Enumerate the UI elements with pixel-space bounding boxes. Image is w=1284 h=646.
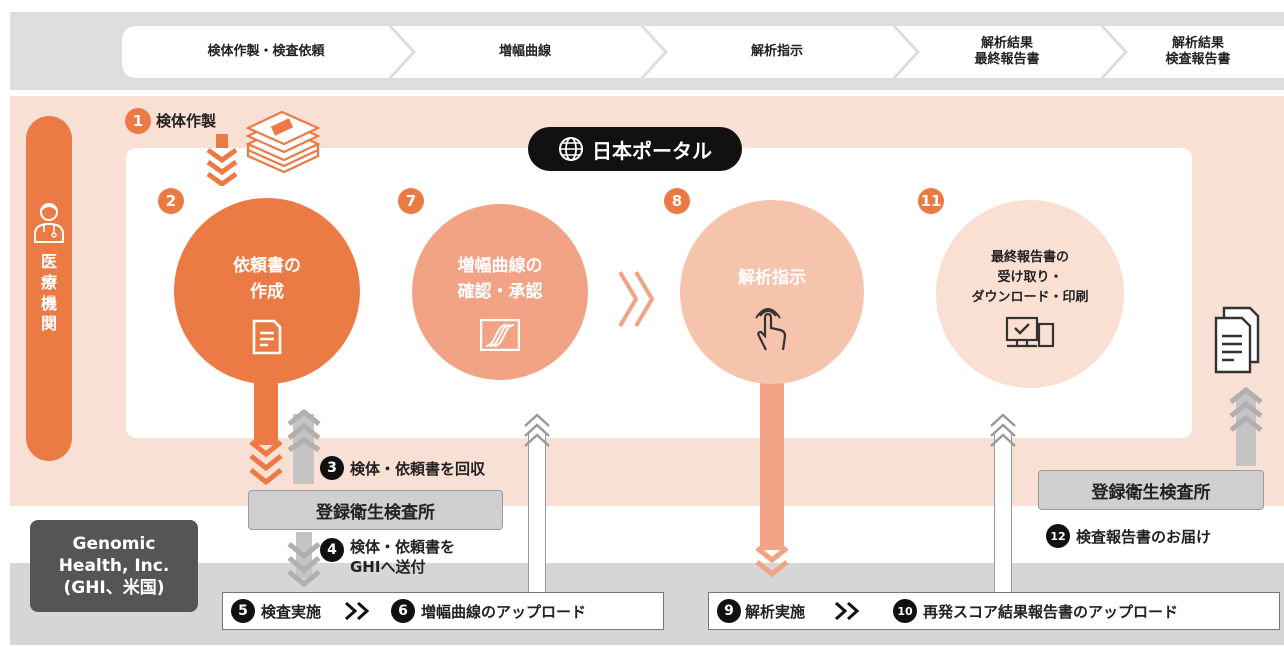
step7-title: 増幅曲線の 確認・承認 bbox=[457, 256, 543, 302]
step12-label-group: 12 検査報告書のお届け bbox=[1046, 524, 1211, 548]
step8-stem bbox=[760, 380, 784, 550]
specimen-slides-icon bbox=[245, 110, 321, 174]
step-chevron-3 bbox=[644, 26, 916, 78]
step-number-6: 6 bbox=[391, 599, 416, 623]
step-label-5: 解析結果 検査報告書 bbox=[1165, 36, 1231, 67]
step12-stem bbox=[1236, 394, 1256, 466]
step12-label: 検査報告書のお届け bbox=[1076, 527, 1212, 546]
ghi-box: Genomic Health, Inc. (GHI、米国) bbox=[30, 520, 198, 612]
flow-chevron-arrows bbox=[618, 270, 655, 328]
step-number-10: 10 bbox=[893, 599, 918, 623]
step-chevron-4 bbox=[896, 26, 1124, 78]
step10-up-stem bbox=[994, 432, 1012, 594]
task6-label: 増幅曲線のアップロード bbox=[421, 602, 587, 621]
step-number-8: 8 bbox=[664, 188, 690, 214]
step-number-5: 5 bbox=[231, 599, 255, 623]
registered-lab-box: 登録衛生検査所 bbox=[248, 490, 503, 530]
step11-title: 最終報告書の 受け取り・ ダウンロード・印刷 bbox=[971, 250, 1089, 306]
step-number-1: 1 bbox=[125, 108, 151, 134]
medical-institution-bar bbox=[26, 116, 72, 461]
doctor-icon bbox=[34, 203, 64, 243]
computer-icon bbox=[1005, 317, 1055, 348]
step-number-3: 3 bbox=[320, 456, 344, 480]
step-number-4: 4 bbox=[320, 538, 344, 562]
step3-label: 検体・依頼書を回収 bbox=[350, 459, 486, 478]
step12-up-arrows bbox=[1229, 386, 1263, 432]
step-number-9: 9 bbox=[717, 599, 741, 623]
japan-portal-badge: 日本ポータル bbox=[528, 127, 742, 171]
step8-circle: 解析指示 bbox=[680, 200, 864, 384]
step1-label: 検体作製 bbox=[156, 112, 217, 130]
step-label-4: 解析結果 最終報告書 bbox=[974, 36, 1040, 67]
step-label-3: 解析指示 bbox=[750, 44, 803, 60]
step-number-7: 7 bbox=[398, 188, 424, 214]
report-documents-icon bbox=[1214, 306, 1260, 374]
double-chevron-icon bbox=[345, 601, 370, 621]
step8-down-arrows bbox=[755, 546, 789, 578]
step2-down-arrows bbox=[249, 440, 283, 486]
globe-icon bbox=[559, 137, 583, 161]
step7-circle: 増幅曲線の 確認・承認 bbox=[412, 204, 588, 380]
ghi-tasks-right: 9 解析実施 10 再発スコア結果報告書のアップロード bbox=[708, 592, 1280, 630]
step2-title: 依頼書の 作成 bbox=[233, 256, 301, 302]
step-number-2: 2 bbox=[158, 188, 184, 214]
japan-portal-label: 日本ポータル bbox=[592, 138, 712, 163]
step-label-2: 増幅曲線 bbox=[498, 44, 551, 60]
step4-down-arrows bbox=[287, 542, 321, 588]
task9-label: 解析実施 bbox=[745, 602, 806, 621]
document-icon bbox=[252, 319, 282, 355]
step-label-1: 検体作製・検査依頼 bbox=[207, 44, 325, 60]
medical-institution-label: 医 療 機 関 bbox=[40, 252, 57, 334]
step11-circle: 最終報告書の 受け取り・ ダウンロード・印刷 bbox=[936, 200, 1124, 388]
step-chevron-5 bbox=[1104, 26, 1284, 78]
steps-chevrons bbox=[122, 26, 1284, 78]
step4-label: 検体・依頼書を GHIへ送付 bbox=[350, 538, 456, 577]
step6-up-stem bbox=[528, 432, 546, 594]
tap-hand-icon bbox=[755, 307, 787, 350]
step-chevron-1 bbox=[122, 26, 412, 78]
step-number-12: 12 bbox=[1046, 524, 1070, 548]
task10-label: 再発スコア結果報告書のアップロード bbox=[923, 602, 1179, 621]
step-number-11: 11 bbox=[918, 188, 944, 214]
amplification-chart-icon bbox=[480, 319, 520, 351]
registered-lab-box-2: 登録衛生検査所 bbox=[1038, 470, 1264, 510]
step2-circle: 依頼書の 作成 bbox=[174, 198, 360, 384]
step3-up-arrows bbox=[287, 408, 321, 452]
step6-up-arrows bbox=[524, 413, 550, 447]
step1-down-arrows bbox=[206, 134, 238, 186]
step10-up-arrows bbox=[990, 413, 1016, 447]
step3-label-group: 3 検体・依頼書を回収 bbox=[320, 456, 485, 480]
step-chevron-2 bbox=[392, 26, 664, 78]
step8-title: 解析指示 bbox=[738, 268, 806, 288]
ghi-tasks-left: 5 検査実施 6 増幅曲線のアップロード bbox=[222, 592, 664, 630]
task5-label: 検査実施 bbox=[261, 602, 322, 621]
step2-stem bbox=[254, 380, 278, 445]
double-chevron-icon bbox=[835, 601, 860, 621]
